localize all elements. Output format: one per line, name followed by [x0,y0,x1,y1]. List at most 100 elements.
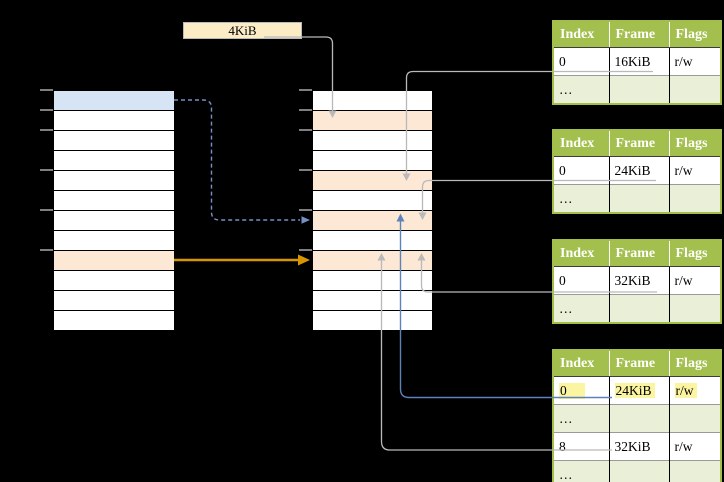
physical-memory-ticks [299,89,312,331]
memory-row [313,151,432,171]
column-header-frame: Frame [609,130,670,157]
address-tick [299,129,312,131]
flags-cell [669,75,721,104]
memory-row [54,131,174,151]
memory-row [54,251,174,271]
frame-cell: 32KiB [609,266,670,295]
frame-cell [609,75,670,104]
column-header-index: Index [553,130,610,157]
memory-row [54,211,174,231]
column-header-frame: Frame [609,240,670,267]
index-cell: … [553,184,610,213]
table-row: … [553,404,721,433]
memory-row [313,231,432,251]
flags-cell [669,460,721,482]
memory-row [54,191,174,211]
flags-cell [669,184,721,213]
frame-cell [609,294,670,323]
index-cell: 0 [553,376,610,405]
memory-row [313,251,432,271]
memory-row [54,171,174,191]
index-cell: 0 [553,266,610,295]
virtual-memory-table [53,90,175,331]
column-header-frame: Frame [609,21,670,48]
column-header-flags: Flags [669,130,721,157]
memory-row [313,171,432,191]
virtual-memory-ticks [40,89,53,331]
flags-cell: r/w [674,53,693,69]
memory-row [313,311,432,330]
table-row: 0 16KiB r/w [553,47,721,76]
table-row: 0 32KiB r/w [553,266,721,295]
memory-row [313,191,432,211]
flags-cell: r/w [669,377,721,405]
address-tick [40,169,53,171]
frame-cell: 16KiB [609,47,670,76]
memory-row [54,271,174,291]
column-header-index: Index [553,21,610,48]
table-row: … [553,75,721,104]
flags-cell: r/w [674,162,693,178]
frame-cell: 24KiB [609,156,670,185]
flags-cell [669,294,721,323]
frame-size-label: 4KiB [183,22,302,39]
page-table-3: Index Frame Flags 0 32KiB r/w … [552,239,722,324]
memory-row [313,211,432,231]
table-row: … [553,460,721,482]
column-header-flags: Flags [669,240,721,267]
memory-row [54,231,174,251]
page-table-1: Index Frame Flags 0 16KiB r/w … [552,20,722,105]
column-header-index: Index [553,240,610,267]
address-tick [299,89,312,91]
address-tick [299,169,312,171]
memory-row [54,291,174,311]
address-tick [40,89,53,91]
frame-cell [609,184,670,213]
address-tick [299,209,312,211]
address-tick [299,109,312,111]
memory-row [313,291,432,311]
column-header-frame: Frame [609,350,670,377]
column-header-flags: Flags [669,21,721,48]
address-tick [40,109,53,111]
physical-memory-table [312,90,433,331]
frame-cell [609,404,670,433]
frame-cell: 24KiB [609,376,670,405]
memory-row [313,271,432,291]
memory-row [313,111,432,131]
index-cell: … [553,460,610,482]
memory-row [313,131,432,151]
flags-cell: r/w [674,272,693,288]
index-cell: … [553,294,610,323]
frame-cell [609,460,670,482]
column-header-index: Index [553,350,610,377]
table-row-highlighted: 0 24KiB r/w [553,376,721,405]
index-cell: … [553,75,610,104]
table-row: 0 24KiB r/w [553,156,721,185]
memory-row [54,311,174,330]
flags-cell [669,404,721,433]
index-cell: 0 [553,47,610,76]
frame-size-text: 4KiB [228,23,257,38]
address-tick [40,129,53,131]
table-row: … [553,294,721,323]
address-tick [40,209,53,211]
flags-cell: r/w [669,432,721,461]
address-tick [299,249,312,251]
index-cell: … [553,404,610,433]
arrow-virtual-page-to-frame-icon [174,99,300,221]
highlighted-value: 24KiB [614,382,655,398]
memory-row [54,111,174,131]
address-tick [40,249,53,251]
memory-row [54,91,174,111]
page-table-2: Index Frame Flags 0 24KiB r/w … [552,129,722,214]
highlighted-value: r/w [674,382,697,398]
frame-cell: 32KiB [609,432,670,461]
memory-row [54,151,174,171]
page-table-4: Index Frame Flags 0 24KiB r/w … 8 32KiB … [552,349,722,482]
memory-row [313,91,432,111]
index-cell: 8 [553,432,610,461]
index-cell: 0 [553,156,610,185]
table-row: 8 32KiB r/w [553,432,721,461]
